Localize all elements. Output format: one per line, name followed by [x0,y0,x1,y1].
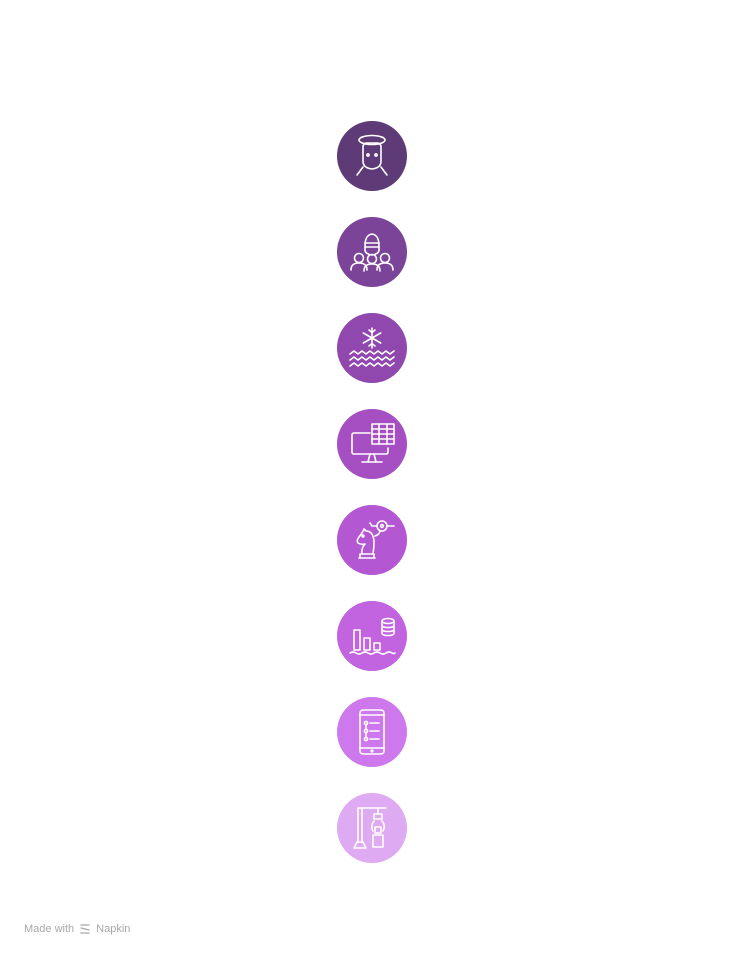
footer-made-with: Made with [24,923,75,935]
node-monitor-spreadsheet [337,409,407,479]
node-angel [337,121,407,191]
node-robotic-arm [337,793,407,863]
snowflake-waves-icon [349,327,395,367]
node-chess-strategy [337,505,407,575]
node-snowflake-waves [337,313,407,383]
node-data-lake-chart [337,601,407,671]
data-lake-chart-icon [349,617,396,655]
angel-face-icon [356,134,388,176]
mobile-checklist-icon [359,709,385,755]
monitor-spreadsheet-icon [351,423,395,463]
node-mobile-checklist [337,697,407,767]
robotic-arm-icon [353,807,387,849]
team-leader-icon [350,233,394,272]
footer-brand: Napkin [96,923,131,935]
made-with-napkin-footer: Made with Napkin [24,922,130,936]
chess-knight-strategy-icon [356,520,395,559]
napkin-logo-icon [80,924,90,934]
node-team-leader [337,217,407,287]
